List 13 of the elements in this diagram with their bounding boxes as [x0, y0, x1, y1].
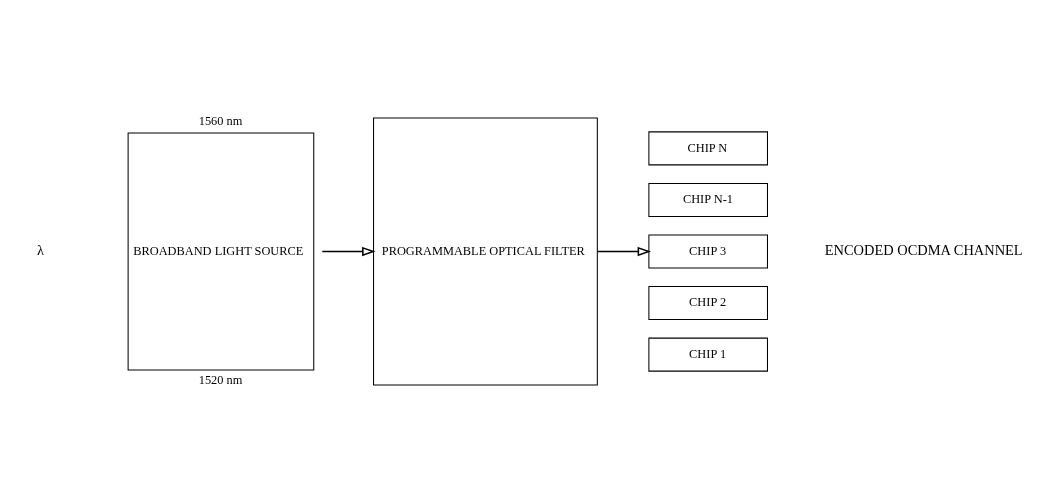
node-label: 1520 nm: [198, 373, 243, 388]
label: ENCODED OCDMA CHANNEL: [824, 242, 1023, 259]
node-box: CHIP 3: [648, 234, 768, 269]
node-box: CHIP 1: [648, 337, 768, 372]
label: λ: [36, 242, 44, 259]
arrow: [596, 246, 652, 257]
arrow: [321, 246, 376, 257]
node-box: CHIP N-1: [648, 182, 768, 217]
node-box: BROADBAND LIGHT SOURCE: [127, 132, 315, 371]
node-label: 1560 nm: [198, 114, 243, 129]
node-box: CHIP N: [648, 131, 768, 166]
node-box: PROGRAMMABLE OPTICAL FILTER: [373, 117, 598, 386]
node-box: CHIP 2: [648, 286, 768, 321]
